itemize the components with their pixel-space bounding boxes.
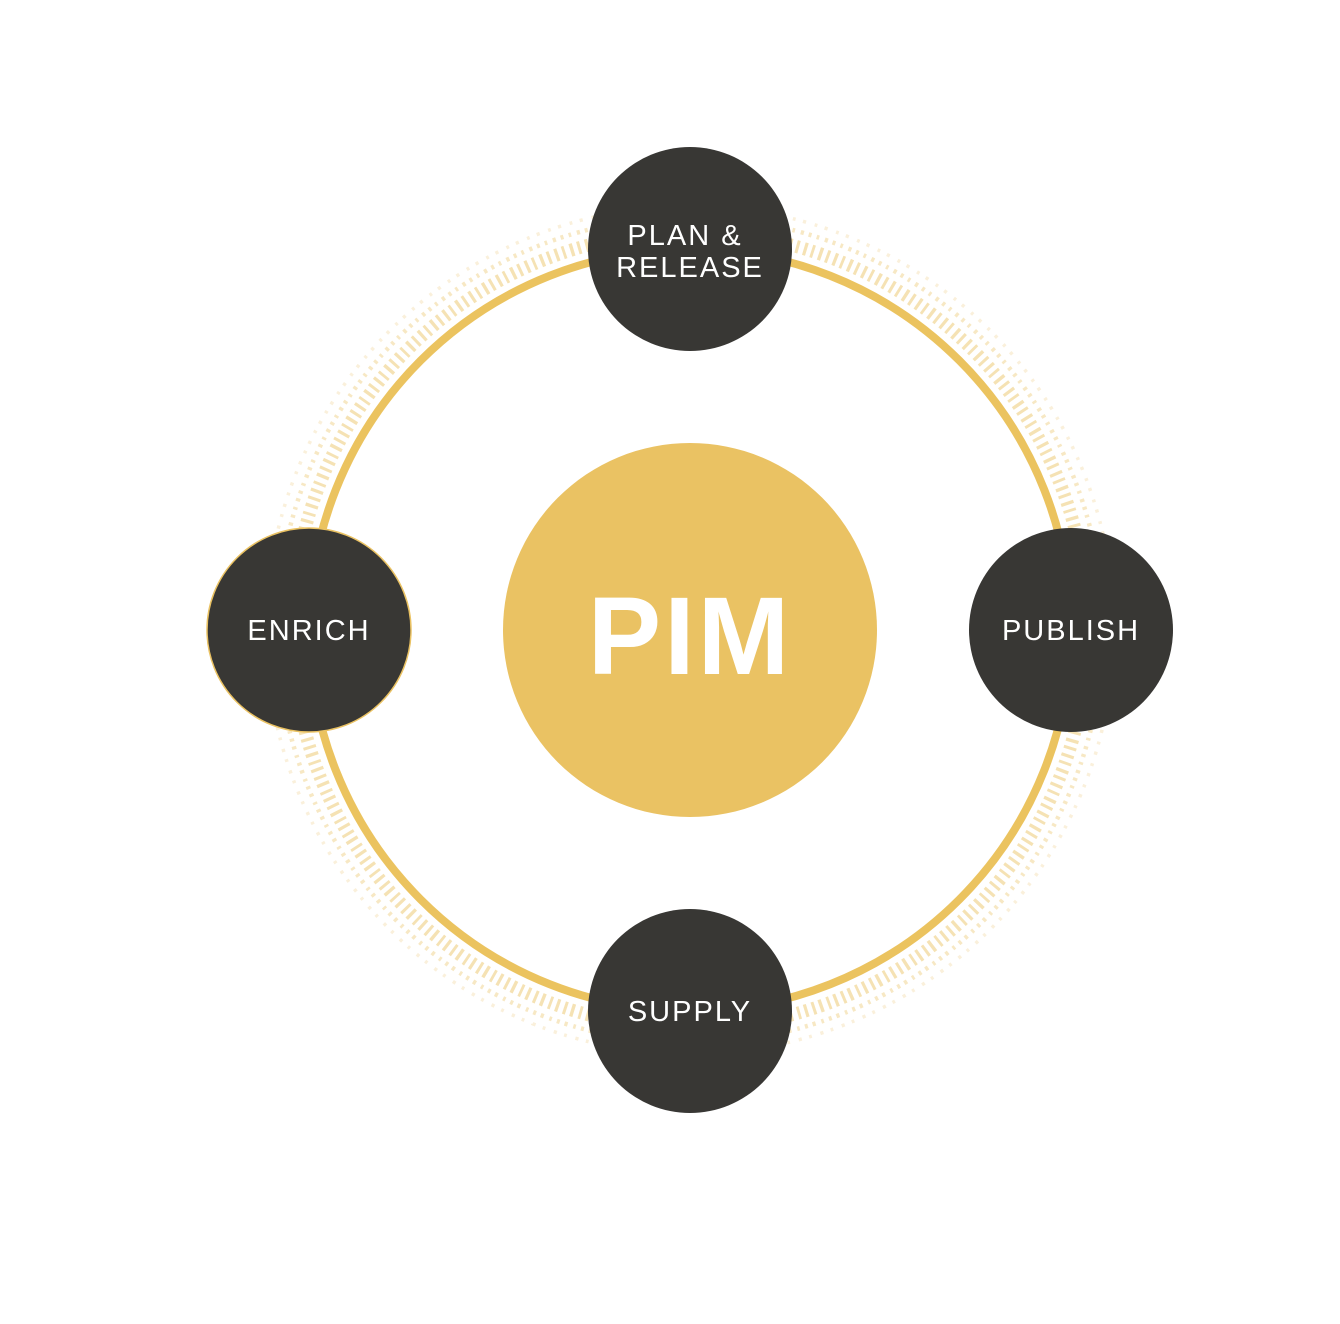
hub-label: PIM (588, 575, 793, 698)
node-enrich-circle (206, 527, 412, 733)
hub-pim: PIM (503, 443, 877, 817)
node-supply-label: SUPPLY (628, 996, 752, 1028)
node-publish-label: PUBLISH (1002, 615, 1140, 647)
node-plan-release-label: PLAN & RELEASE (616, 220, 764, 284)
node-publish: PUBLISH (969, 528, 1173, 732)
node-supply: SUPPLY (588, 909, 792, 1113)
node-label-line: PLAN & (627, 220, 742, 252)
hub-circle (503, 443, 877, 817)
node-supply-circle (588, 909, 792, 1113)
node-plan-release: PLAN & RELEASE (588, 147, 792, 351)
node-enrich-label: ENRICH (247, 615, 370, 647)
node-plan-release-circle (588, 147, 792, 351)
node-publish-circle (969, 528, 1173, 732)
node-label-line: RELEASE (616, 252, 764, 284)
node-enrich: ENRICH (206, 527, 412, 733)
